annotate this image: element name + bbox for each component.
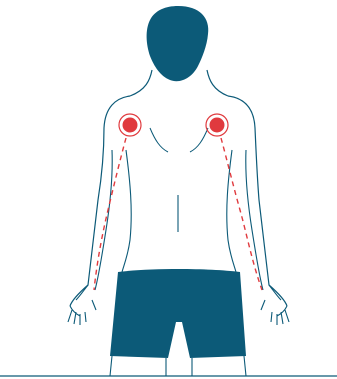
radiating-line-left-arm <box>94 138 126 290</box>
pain-point-right-shoulder <box>206 114 228 136</box>
torso-side-left <box>122 150 131 272</box>
inner-arm-left <box>95 150 112 290</box>
scapula-right <box>190 128 208 152</box>
inner-arm-right <box>246 150 263 290</box>
scapula-left <box>150 128 168 152</box>
shorts <box>110 269 246 358</box>
legs-outline <box>110 356 246 376</box>
head <box>147 6 209 81</box>
pain-point-left-shoulder <box>119 114 141 136</box>
torso-side-right <box>227 150 236 272</box>
